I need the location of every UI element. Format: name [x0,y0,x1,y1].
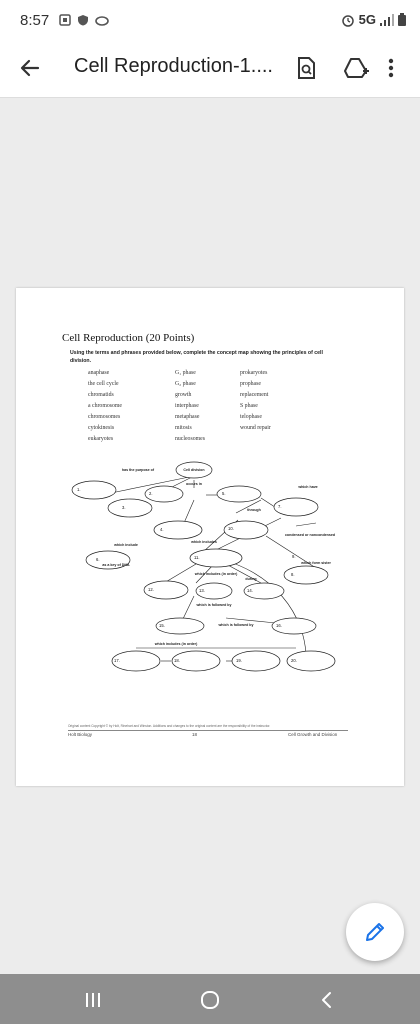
node-number: 8. [291,572,295,577]
recent-apps-icon[interactable] [82,989,104,1011]
term: mitosis [175,425,192,431]
term: eukaryotes [88,436,114,442]
term: cytokinesis [88,425,115,431]
term: telophase [240,414,262,420]
link-label: which includes [190,540,217,544]
back-nav-icon[interactable] [316,989,338,1011]
term: the cell cycle [88,381,119,387]
term: growth [175,392,192,398]
node-number: 13. [199,588,205,593]
link-label: which have [297,485,317,489]
footer-page-number: 18 [192,732,198,737]
term: a chromosome [88,403,122,409]
term: chromosomes [88,414,121,420]
system-nav-bar [0,974,420,1024]
status-time: 8:57 [20,12,50,29]
signal-icon [380,13,394,26]
document-title: Cell Reproduction-1.... [74,55,273,77]
link-label: which is followed by [218,623,254,627]
footer-divider [68,730,348,731]
footer-chapter: Cell Growth and Division [288,732,338,737]
link-label: as a key of DNA [102,563,130,567]
terms-column-2: G₁ phase G₂ phase growth interphase meta… [175,368,205,445]
node-number: 18. [174,658,180,663]
cloud-icon [95,16,109,26]
link-label: which include [113,543,138,547]
term: replacement [240,392,269,398]
node-number: 17. [114,658,120,663]
alarm-icon [341,14,354,27]
node-number: 1. [77,487,81,492]
term: prophase [240,381,261,387]
node-number: 5. [222,491,226,496]
home-icon[interactable] [199,989,221,1011]
app-bar: Cell Reproduction-1.... [0,40,420,98]
node-number: 15. [159,623,165,628]
node-number: 6. [96,557,100,562]
link-label: which is followed by [196,603,232,607]
node-number: 3. [122,505,126,510]
term: S phase [240,403,258,409]
term: nucleosomes [175,436,205,442]
link-label: which includes (in order) [194,572,238,576]
node-number: 9. [292,554,296,559]
node-number: 4. [160,527,164,532]
footer-book: Holt Biology [68,732,93,737]
edit-button[interactable] [346,903,404,961]
terms-column-1: anaphase the cell cycle chromatids a chr… [88,368,122,445]
term: chromatids [88,392,114,398]
link-label: occurs in [186,482,202,486]
node-number: 19. [236,658,242,663]
term: metaphase [175,414,200,420]
worksheet-heading: Cell Reproduction (20 Points) [62,332,195,344]
node-number: 11. [194,555,200,560]
link-label: condensed or noncondensed [285,533,335,537]
center-node-label: Cell division [183,468,204,472]
link-label: which form sister [300,561,331,565]
node-number: 14. [247,588,253,593]
link-label: has the purpose of [122,468,155,472]
term: anaphase [88,370,110,376]
link-label: which includes (in order) [154,642,198,646]
node-number: 7. [278,504,282,509]
copyright-note: Original content Copyright © by Holt, Ri… [68,724,271,728]
link-label: during [245,577,256,581]
search-document-icon[interactable] [292,54,320,82]
node-number: 10. [228,526,234,531]
term: G₁ phase [175,370,196,376]
more-options-icon[interactable] [386,54,396,82]
pencil-icon [366,923,384,941]
terms-column-3: prokaryotes prophase replacement S phase… [240,368,271,434]
status-right: 5G [341,12,406,27]
node-number: 16. [276,623,282,628]
term: prokaryotes [240,370,268,376]
battery-icon [398,13,406,26]
network-type: 5G [358,12,376,27]
back-arrow-icon[interactable] [16,54,44,82]
concept-map: 1. 2. 3. 4. 5. 6. 7. 8. 9. 10. 11. 12. 1… [71,461,336,672]
term: G₂ phase [175,381,196,387]
term: interphase [175,403,199,409]
node-number: 2. [149,491,153,496]
status-bar: 8:57 5G [0,0,420,40]
node-number: 20. [291,658,297,663]
document-page[interactable]: Cell Reproduction (20 Points) Using the … [16,288,404,786]
node-number: 12. [148,587,154,592]
photo-notification-icon [59,14,71,26]
link-label: through [247,508,261,512]
term: wound repair [240,425,271,431]
worksheet-instructions: Using the terms and phrases provided bel… [70,350,323,364]
add-to-drive-icon[interactable] [342,54,370,82]
shield-icon [78,15,88,26]
